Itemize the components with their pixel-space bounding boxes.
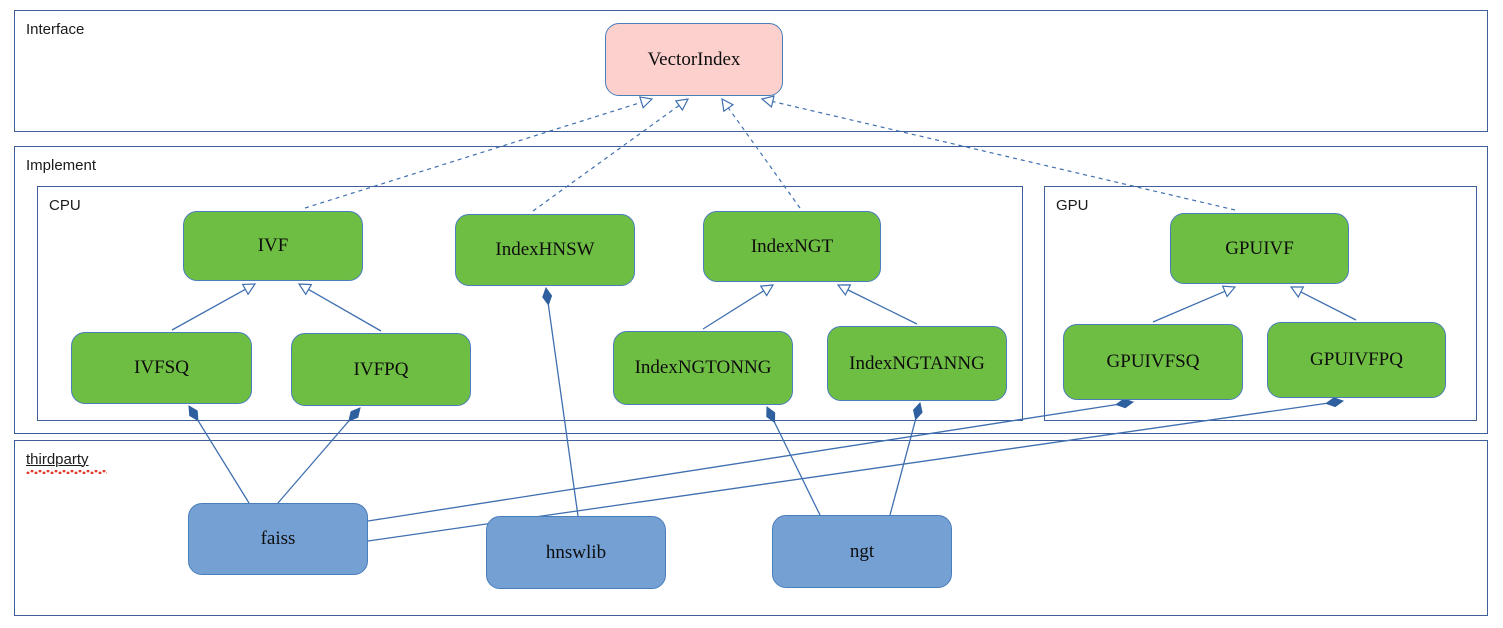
class-node-indexngtonng[interactable]: IndexNGTONNG <box>613 331 793 405</box>
group-label-interface: Interface <box>26 21 85 38</box>
class-node-label: GPUIVFPQ <box>1310 349 1403 370</box>
class-node-ivfsq[interactable]: IVFSQ <box>71 332 252 404</box>
group-label-gpu: GPU <box>1056 197 1089 214</box>
class-node-label: IndexNGT <box>750 235 834 257</box>
class-node-label: IVFPQ <box>353 358 409 380</box>
class-node-label: IndexHNSW <box>495 239 595 260</box>
class-node-indexngtanng[interactable]: IndexNGTANNG <box>827 326 1007 401</box>
class-node-label: IndexNGTONNG <box>634 357 772 378</box>
class-node-label: GPUIVF <box>1225 237 1294 259</box>
class-node-label: IVF <box>257 235 289 256</box>
class-node-ngt[interactable]: ngt <box>772 515 952 588</box>
spellcheck-underline-thirdparty <box>26 470 107 474</box>
class-node-label: GPUIVFSQ <box>1106 351 1200 372</box>
group-label-thirdparty: thirdparty <box>26 451 89 468</box>
class-node-gpuivf[interactable]: GPUIVF <box>1170 213 1349 284</box>
class-node-gpuivfpq[interactable]: GPUIVFPQ <box>1267 322 1446 398</box>
class-node-ivf[interactable]: IVF <box>183 211 363 281</box>
class-node-faiss[interactable]: faiss <box>188 503 368 575</box>
class-node-label: hnswlib <box>545 541 607 563</box>
class-node-label: ngt <box>849 540 875 562</box>
group-label-implement: Implement <box>26 157 97 174</box>
class-node-vectorindex[interactable]: VectorIndex <box>605 23 783 96</box>
class-node-indexngt[interactable]: IndexNGT <box>703 211 881 282</box>
class-node-hnswlib[interactable]: hnswlib <box>486 516 666 589</box>
group-label-cpu: CPU <box>49 197 81 214</box>
class-node-label: IndexNGTANNG <box>849 352 985 374</box>
class-node-ivfpq[interactable]: IVFPQ <box>291 333 471 406</box>
class-node-indexhnsw[interactable]: IndexHNSW <box>455 214 635 286</box>
class-node-gpuivfsq[interactable]: GPUIVFSQ <box>1063 324 1243 400</box>
class-node-label: faiss <box>260 528 296 549</box>
class-node-label: VectorIndex <box>647 48 741 70</box>
class-node-label: IVFSQ <box>134 357 189 378</box>
